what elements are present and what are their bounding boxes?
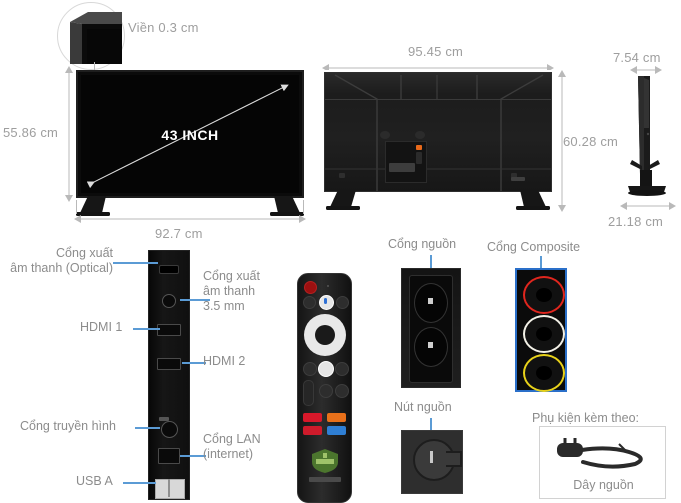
optical-port[interactable] xyxy=(159,265,179,274)
remote-apps-button[interactable] xyxy=(335,384,349,398)
front-height-dimension xyxy=(65,66,73,202)
front-width-label: 92.7 cm xyxy=(155,226,203,241)
side-stand-depth-dimension xyxy=(620,202,676,210)
audio35-label-line1: Cổng xuất xyxy=(203,269,260,283)
back-module-label-plate xyxy=(389,163,415,172)
usb-a-ports[interactable] xyxy=(155,479,185,499)
screen-diagonal-arrow xyxy=(86,84,289,189)
audio-jack-yellow[interactable] xyxy=(523,354,565,392)
audio35-label-line2: âm thanh xyxy=(203,284,256,298)
remote-mute-button[interactable] xyxy=(319,384,333,398)
audio-35mm-port[interactable] xyxy=(162,294,176,308)
remote-settings-button[interactable] xyxy=(336,296,349,309)
composite-leader xyxy=(540,256,542,270)
front-height-label: 55.86 cm xyxy=(3,125,59,140)
back-height-dimension xyxy=(558,70,566,212)
hdmi2-leader xyxy=(182,362,206,364)
back-module-orange-port xyxy=(416,145,422,150)
side-depth-dimension xyxy=(630,66,662,74)
power-port-label: Cổng nguồn xyxy=(388,237,457,251)
remote-power-button[interactable] xyxy=(304,281,317,294)
optical-leader xyxy=(113,262,158,264)
lan-leader xyxy=(180,455,206,457)
side-ports-strip xyxy=(148,250,190,500)
remote-brand-emblem-icon xyxy=(312,449,338,473)
power-button-stem xyxy=(446,451,462,467)
tv-front-panel: 43 INCH xyxy=(76,70,304,198)
bezel-corner-illustration xyxy=(70,12,122,64)
power-port-closeup xyxy=(401,268,461,388)
remote-volume-rocker[interactable] xyxy=(303,380,314,406)
front-width-ext-right xyxy=(303,200,304,214)
audio-jack-white[interactable] xyxy=(523,315,565,353)
brand-mark-back xyxy=(511,177,525,181)
remote-brand-text xyxy=(309,477,341,482)
remote-ok-button[interactable] xyxy=(315,325,335,345)
accessories-heading: Phụ kiện kèm theo: xyxy=(532,411,640,425)
tuner-leader xyxy=(135,427,160,429)
remote-menu-button[interactable] xyxy=(335,362,349,376)
tv-back-panel xyxy=(324,72,552,192)
audio35-leader xyxy=(180,299,210,301)
remote-led-indicator xyxy=(327,285,329,287)
hdmi-1-label: HDMI 1 xyxy=(80,320,123,334)
tv-side-profile xyxy=(628,76,666,196)
remote-control[interactable] xyxy=(297,273,352,503)
remote-back-button[interactable] xyxy=(303,362,317,376)
composite-port-closeup xyxy=(515,268,567,392)
back-module-port-stack xyxy=(416,152,422,164)
accessory-name: Dây nguồn xyxy=(573,478,634,492)
remote-profile-button[interactable] xyxy=(303,296,316,309)
app-button-2[interactable] xyxy=(327,413,346,422)
back-panel-ribs xyxy=(325,74,551,191)
tuner-port-clip xyxy=(159,417,169,421)
optical-label-line2: âm thanh (Optical) xyxy=(10,261,113,275)
composite-port-label: Cổng Composite xyxy=(487,240,581,254)
remote-home-button[interactable] xyxy=(318,361,334,377)
usb-a-divider xyxy=(168,479,170,497)
mic-icon xyxy=(324,298,327,304)
tv-tuner-label: Cổng truyền hình xyxy=(20,419,116,433)
video-jack-red[interactable] xyxy=(523,276,565,314)
usb-a-label: USB A xyxy=(76,474,113,488)
tv-back-stand-legs xyxy=(326,190,550,210)
screen-size-label: 43 INCH xyxy=(161,127,219,143)
tv-front-stand-legs xyxy=(76,196,304,216)
back-width-label: 95.45 cm xyxy=(408,44,464,59)
lan-label-line1: Cổng LAN xyxy=(203,432,261,446)
lan-label-line2: (internet) xyxy=(203,447,254,461)
hdmi-2-port[interactable] xyxy=(157,358,181,370)
power-cable-icon xyxy=(557,438,643,469)
front-width-dimension xyxy=(74,215,306,223)
power-pin-lower xyxy=(428,342,433,348)
back-width-dimension xyxy=(322,64,554,70)
optical-port-label: Cổng xuất âm thanh (Optical) xyxy=(9,246,113,276)
app-button-4[interactable] xyxy=(327,426,346,435)
lan-port[interactable] xyxy=(158,448,180,464)
audio-35mm-label: Cổng xuất âm thanh 3.5 mm xyxy=(203,269,260,314)
hdmi1-leader xyxy=(133,328,160,330)
back-height-label: 60.28 cm xyxy=(563,134,619,149)
accessory-card: Dây nguồn xyxy=(539,426,666,499)
optical-label-line1: Cổng xuất xyxy=(56,246,113,260)
lan-port-label: Cổng LAN (internet) xyxy=(203,432,261,462)
back-seam xyxy=(325,99,551,100)
tv-tuner-port[interactable] xyxy=(161,421,178,438)
power-pin-upper xyxy=(428,298,433,304)
bezel-callout-circle xyxy=(57,2,125,70)
hdmi-2-label: HDMI 2 xyxy=(203,354,246,368)
power-button-label: Nút nguồn xyxy=(394,400,452,414)
app-button-netflix[interactable] xyxy=(303,413,322,422)
side-depth-label: 7.54 cm xyxy=(613,50,661,65)
power-symbol-icon xyxy=(430,451,433,463)
bezel-thickness-label: Viền 0.3 cm xyxy=(128,20,199,35)
side-stand-depth-label: 21.18 cm xyxy=(608,214,664,229)
power-button-closeup xyxy=(401,430,463,494)
hdmi-1-port[interactable] xyxy=(157,324,181,336)
usb-leader xyxy=(123,482,156,484)
audio35-label-line3: 3.5 mm xyxy=(203,299,245,313)
app-button-3[interactable] xyxy=(303,426,322,435)
front-width-ext-left xyxy=(76,200,77,214)
